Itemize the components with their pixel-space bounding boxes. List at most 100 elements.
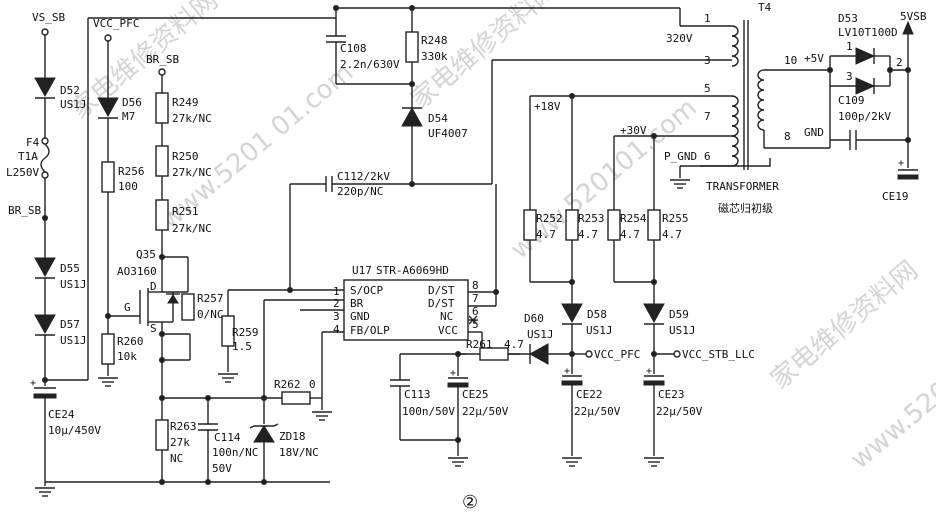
capacitor-c109: C109 100p/2kV [838, 94, 891, 150]
resistor-ref: R255 [662, 212, 689, 225]
resistor-ref: R249 [172, 96, 199, 109]
pin-num: 5 [704, 82, 711, 95]
capacitor-ce25: + CE25 22μ/50V [447, 368, 509, 418]
fuse-f4: F4 T1A L250V [6, 136, 50, 179]
capacitor-ref: C114 [214, 431, 241, 444]
watermark-text: 家电维修资料网 [765, 255, 924, 395]
capacitor-value: 22μ/50V [462, 405, 509, 418]
diode-value: M7 [122, 110, 135, 123]
dual-diode-d53 [855, 47, 876, 95]
net-label: BR_SB [146, 53, 179, 66]
figure-number: ② [462, 492, 478, 513]
watermark-text: 家电维修资料网 [65, 0, 224, 125]
capacitor-ref: C113 [404, 388, 431, 401]
diode-ref: D55 [60, 262, 80, 275]
diode-value: UF4007 [428, 127, 468, 140]
net-label: P_GND [664, 150, 697, 163]
pin-name: S/OCP [350, 284, 383, 297]
resistor-note: NC [170, 452, 183, 465]
net-label: 320V [666, 32, 693, 45]
resistor-r257: R257 0/NC [181, 292, 224, 321]
resistor-value: 4.7 [578, 228, 598, 241]
net-label: VS_SB [32, 11, 65, 24]
diode-d60: D60 US1J [524, 312, 554, 365]
vcc-pfc-branch: VCC_PFC D56 M7 R256 100 R260 10k [93, 17, 145, 387]
resistor-value: 0 [309, 378, 316, 391]
ic-u17: U17 STR-A6069HD 1 S/OCP 2 BR 3 GND 4 FB/… [300, 184, 499, 355]
resistor-ref: R251 [172, 205, 199, 218]
diode-value: US1J [60, 334, 87, 347]
capacitor-ref: CE23 [658, 388, 685, 401]
core-note: 磁芯归初级 [718, 201, 773, 215]
diode-d57: D57 US1J [34, 314, 87, 347]
resistor-ref: R257 [197, 292, 224, 305]
resistor-ref: R263 [170, 420, 197, 433]
resistor-r262: R262 0 [274, 378, 316, 405]
left-branch: VS_SB D52 US1J F4 T1A L250V BR_SB D55 US… [6, 11, 336, 497]
capacitor-ref: CE25 [462, 388, 489, 401]
pin-num: 1 [333, 285, 340, 298]
capacitor-ref: CE19 [882, 190, 909, 203]
capacitor-value: 2.2n/630V [340, 58, 400, 71]
mosfet-pin-d: D [150, 280, 157, 293]
pin-num: 7 [704, 110, 711, 123]
diode-value: US1J [527, 328, 554, 341]
capacitor-c112: C112/2kV 220p/NC [325, 170, 415, 198]
plus18v-rail: +18V R252 4.7 R253 4.7 D58 US1J VCC_PFC [523, 93, 732, 467]
svg-text:+: + [564, 366, 570, 377]
resistor-ref: R248 [421, 34, 448, 47]
resistor-value: 330k [421, 50, 448, 63]
diode-ref: D54 [428, 112, 448, 125]
capacitor-ref: C112/2kV [337, 170, 390, 183]
fuse-value: T1A [18, 150, 38, 163]
capacitor-ref: CE22 [576, 388, 603, 401]
resistor-r254: R254 4.7 [607, 209, 647, 241]
vcc-filter: C113 100n/50V + CE25 22μ/50V R261 4.7 D6… [390, 312, 572, 467]
resistor-value: 10k [117, 350, 137, 363]
diode-value: US1J [669, 324, 696, 337]
zener-zd18: ZD18 18V/NC [249, 395, 319, 485]
resistor-r256: R256 100 [101, 161, 145, 193]
svg-text:+: + [30, 378, 36, 389]
resistor-value: 4.7 [620, 228, 640, 241]
fuse-rating: L250V [6, 166, 39, 179]
net-label: 5VSB [900, 10, 927, 23]
resistor-ref: R259 [232, 326, 259, 339]
diode-value: US1J [60, 98, 87, 111]
pin-name: FB/OLP [350, 324, 390, 337]
watermark-text: www.5201 [845, 365, 936, 475]
svg-text:+: + [646, 366, 652, 377]
resistor-ref: R254 [620, 212, 647, 225]
pin-name: BR [350, 297, 364, 310]
mosfet-pin-s: S [150, 322, 157, 335]
mosfet-q35: Q35 AO3160 G D S [117, 248, 188, 346]
resistor-ref: R262 [274, 378, 301, 391]
resistor-value: 27k [170, 436, 190, 449]
diode-ref: D60 [524, 312, 544, 325]
resistor-r251: R251 27k/NC [155, 199, 212, 235]
pin-num: 3 [704, 54, 711, 67]
resistor-r261: R261 4.7 [466, 338, 524, 361]
pin-num: 4 [333, 323, 340, 336]
resistor-r259: R259 1.5 [217, 183, 344, 383]
capacitor-value: 22μ/50V [574, 405, 621, 418]
resistor-ref: R250 [172, 150, 199, 163]
diode-ref: D53 [838, 12, 858, 25]
pin-name: D/ST [428, 297, 455, 310]
diode-ref: D59 [669, 308, 689, 321]
capacitor-ce19: + CE19 [882, 158, 919, 203]
diode-ref: D56 [122, 96, 142, 109]
capacitor-value: 100n/NC [212, 446, 258, 459]
capacitor-c113: C113 100n/50V [390, 379, 455, 418]
output-5v: +5V GND D53 LV10T100D 1 3 2 5VSB C109 [804, 10, 927, 203]
capacitor-value: 22μ/50V [656, 405, 703, 418]
capacitor-c114: C114 100n/NC 50V [198, 395, 258, 485]
diode-d56: D56 M7 [97, 96, 142, 123]
pin-num: 1 [704, 12, 711, 25]
diode-value: LV10T100D [838, 26, 898, 39]
zener-ref: ZD18 [279, 430, 306, 443]
pin-name: D/ST [428, 284, 455, 297]
pin-num: 3 [846, 70, 853, 83]
resistor-r263: R263 27k NC [155, 419, 197, 465]
